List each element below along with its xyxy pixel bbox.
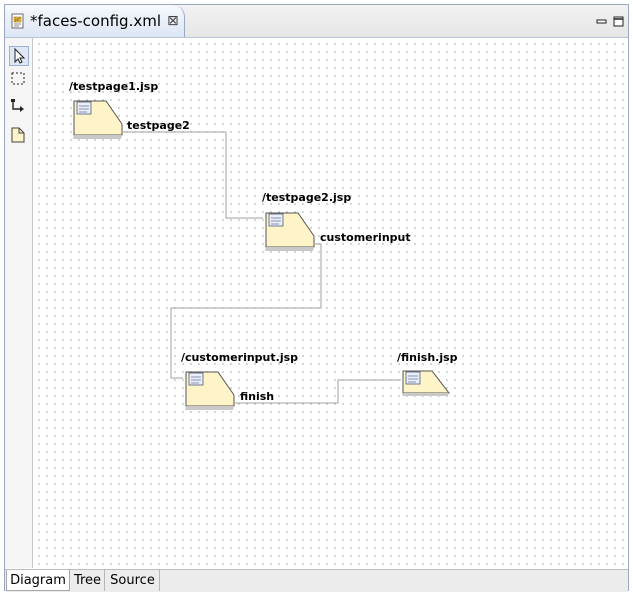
diagram-canvas[interactable]: /testpage1.jsp testpage2 /testpage2.jsp: [33, 38, 628, 568]
link-testpage2: [123, 131, 263, 219]
jsp-page-node[interactable]: [402, 367, 452, 401]
faces-config-file-icon: jsf: [10, 13, 26, 29]
tab-source[interactable]: Source: [106, 570, 160, 591]
outcome-label-customerinput: customerinput: [320, 231, 411, 244]
page-label-testpage1: /testpage1.jsp: [69, 80, 159, 93]
editor-frame: jsf *faces-config.xml ⊠: [4, 4, 629, 592]
link-finish: [235, 379, 401, 404]
svg-text:jsf: jsf: [14, 17, 20, 22]
marquee-tool-icon[interactable]: [9, 70, 29, 90]
minimize-icon[interactable]: [596, 13, 608, 25]
editor-tab[interactable]: jsf *faces-config.xml ⊠: [5, 5, 185, 37]
jsp-page-node[interactable]: [185, 367, 237, 415]
outcome-label-testpage2: testpage2: [127, 119, 190, 132]
editor-page-tabs: Diagram Tree Source: [5, 569, 628, 592]
tab-tree[interactable]: Tree: [71, 570, 105, 591]
jsp-page-node[interactable]: [265, 208, 317, 256]
close-icon[interactable]: ⊠: [167, 13, 179, 29]
tab-diagram[interactable]: Diagram: [6, 570, 70, 591]
jsp-page-node[interactable]: [73, 96, 125, 144]
select-tool-icon[interactable]: [9, 46, 29, 66]
page-tool-icon[interactable]: [9, 126, 29, 146]
link-tool-icon[interactable]: [9, 98, 29, 118]
editor-tab-title: *faces-config.xml: [30, 12, 162, 30]
navigation-links: [123, 131, 401, 404]
jsp-page-icon: [185, 371, 235, 410]
jsp-page-icon: [402, 370, 451, 396]
page-label-testpage2: /testpage2.jsp: [262, 191, 352, 204]
outcome-label-finish: finish: [240, 390, 275, 403]
maximize-icon[interactable]: [613, 13, 625, 27]
link-customerinput: [170, 243, 322, 379]
page-label-customerinput: /customerinput.jsp: [181, 351, 299, 364]
editor-tab-bar: jsf *faces-config.xml ⊠: [5, 5, 628, 38]
palette: [5, 38, 33, 568]
page-label-finish: /finish.jsp: [397, 351, 458, 364]
jsp-page-icon: [73, 100, 123, 139]
jsp-page-icon: [265, 212, 315, 251]
